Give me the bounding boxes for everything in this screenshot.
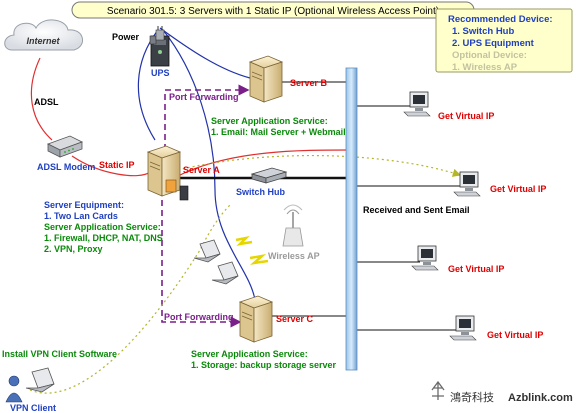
port-forwarding-arrow-bottom: [161, 200, 242, 328]
server-c-icon: [238, 295, 274, 343]
power-plug-icon: [149, 26, 165, 45]
switch-hub-icon: [250, 167, 288, 184]
recommended-box: Recommended Device: 1. Switch Hub 2. UPS…: [435, 8, 573, 73]
power-label: Power: [112, 32, 140, 42]
server-b-icon: [248, 55, 284, 103]
received-sent-email-label: Received and Sent Email: [363, 205, 470, 215]
laptop-icon: [193, 239, 221, 263]
vpn-client-label: VPN Client: [10, 403, 56, 413]
adsl-line: [30, 57, 53, 141]
get-virtual-ip-label-1: Get Virtual IP: [438, 111, 494, 121]
vpn-tunnel-line: [29, 204, 231, 394]
client-pc-icon-2: [453, 171, 481, 197]
server-a-equipment-heading: Server Equipment:: [44, 200, 124, 210]
port-forwarding-label-top: Port Forwarding: [169, 92, 239, 102]
adsl-modem-label: ADSL Modem: [37, 162, 95, 172]
get-virtual-ip-label-2: Get Virtual IP: [490, 184, 546, 194]
server-a-service-heading: Server Application Service:: [44, 222, 161, 232]
server-c-service-heading: Server Application Service:: [191, 349, 308, 359]
internet-cloud-icon: Internet: [4, 19, 83, 51]
client-pc-icon-4: [449, 315, 477, 341]
recommended-heading: Recommended Device:: [448, 14, 553, 25]
vpn-client-person-icon: [5, 375, 23, 403]
adsl-modem-icon: [46, 135, 84, 158]
port-forwarding-arrow-top: [164, 84, 250, 150]
port-forwarding-label-bottom: Port Forwarding: [164, 312, 234, 322]
connections: [29, 27, 462, 394]
client-pc-icon-3: [411, 245, 439, 271]
client-pc-icon-1: [403, 91, 431, 117]
server-c-label: Server C: [276, 314, 314, 324]
install-vpn-label: Install VPN Client Software: [2, 349, 117, 359]
server-a-red-link: [177, 149, 351, 177]
ups-label: UPS: [151, 68, 170, 78]
title-box: Scenario 301.5: 3 Servers with 1 Static …: [71, 1, 475, 19]
wireless-signal-icon: [235, 235, 253, 246]
wireless-ap-label: Wireless AP: [268, 251, 320, 261]
server-b-service-heading: Server Application Service:: [211, 116, 328, 126]
recommended-item-switch-hub: 1. Switch Hub: [452, 26, 514, 37]
wireless-signal-icon-2: [249, 254, 269, 265]
brand-name-cn: 鴻奇科技: [450, 390, 494, 404]
static-ip-label: Static IP: [99, 160, 135, 170]
switch-hub-label: Switch Hub: [236, 187, 286, 197]
server-c-service-line: 1. Storage: backup storage server: [191, 360, 337, 370]
diagram-title: Scenario 301.5: 3 Servers with 1 Static …: [107, 6, 439, 17]
server-a-label: Server A: [183, 165, 220, 175]
lan-card-icon-2: [179, 185, 189, 201]
brand-watermark: 鴻奇科技 Azblink.com: [431, 380, 573, 404]
server-a-service-line-2: 2. VPN, Proxy: [44, 244, 103, 254]
vpn-client-laptop-icon: [25, 367, 55, 393]
get-virtual-ip-label-4: Get Virtual IP: [487, 330, 543, 340]
optional-item-wireless-ap: 1. Wireless AP: [452, 62, 518, 73]
ups-cable-b: [159, 27, 251, 79]
get-virtual-ip-label-3: Get Virtual IP: [448, 264, 504, 274]
optional-heading: Optional Device:: [452, 50, 527, 61]
laptop-icon-2: [211, 261, 239, 285]
network-backbone: [345, 67, 358, 371]
server-a-icon: [146, 145, 189, 201]
server-a-service-line-1: 1. Firewall, DHCP, NAT, DNS: [44, 233, 163, 243]
server-b-label: Server B: [290, 78, 328, 88]
lan-card-icon: [165, 179, 177, 193]
server-a-equipment-line: 1. Two Lan Cards: [44, 211, 118, 221]
ups-cable-c: [162, 29, 256, 301]
server-b-service-line: 1. Email: Mail Server + Webmail: [211, 127, 346, 137]
recommended-item-ups: 2. UPS Equipment: [452, 38, 535, 49]
email-flow-line: [177, 154, 462, 177]
adsl-label: ADSL: [34, 97, 59, 107]
brand-name-en: Azblink.com: [508, 392, 573, 404]
internet-label: Internet: [26, 36, 60, 46]
brand-logo-icon: [431, 380, 445, 400]
static-ip-line: [71, 155, 151, 177]
wireless-ap-icon: [282, 204, 304, 247]
